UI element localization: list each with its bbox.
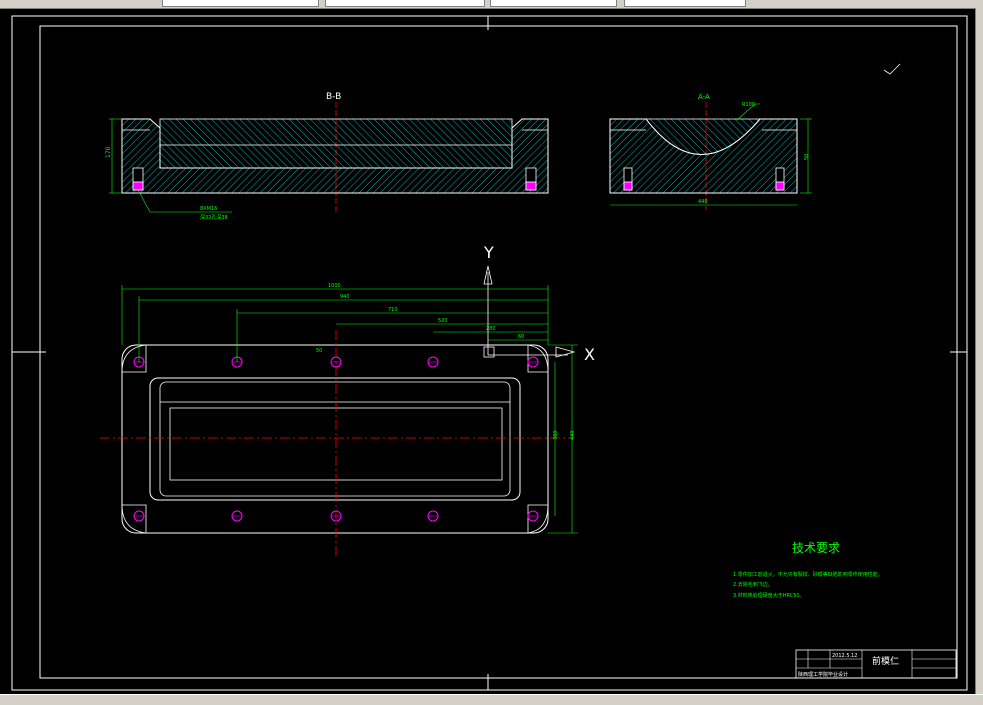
tech-item-1: 1.零件加工前退火，不允许有裂纹、砂眼等缺陷影响零件使用性能。 xyxy=(733,571,883,578)
dim-440: 440 xyxy=(570,430,576,440)
dim-520: 520 xyxy=(438,318,448,324)
axis-y-label: Y xyxy=(483,243,494,262)
title-date: 2012.5.12 xyxy=(832,653,857,659)
drawing-frame xyxy=(11,15,968,691)
bolt-note: 8XM16 xyxy=(200,206,217,212)
section-bb-label: B-B xyxy=(326,92,341,102)
technical-requirements: 技术要求 1.零件加工前退火，不允许有裂纹、砂眼等缺陷影响零件使用性能。 2.去… xyxy=(733,541,883,599)
dim-50: 50 xyxy=(316,348,322,354)
lineweight-dropdown[interactable] xyxy=(624,0,746,7)
section-aa-label: A-A xyxy=(698,93,710,101)
drawing-canvas[interactable]: B-B 170 8XM16 深32孔深38 A-A 440 5 xyxy=(0,8,975,694)
tech-item-3: 3.材料热处理硬度大于HRC50。 xyxy=(733,592,805,599)
linetype-dropdown[interactable] xyxy=(490,0,617,7)
tech-title: 技术要求 xyxy=(792,541,840,555)
vertical-dimensions: 380 440 xyxy=(548,344,578,534)
title-part-name: 前模仁 xyxy=(872,655,899,667)
status-bar xyxy=(0,694,983,705)
layer-dropdown[interactable] xyxy=(162,0,319,7)
dim-aa-width: 440 xyxy=(698,199,708,205)
axis-x-label: X xyxy=(584,345,595,364)
dim-280: 280 xyxy=(486,326,496,332)
roughness-mark xyxy=(883,63,901,75)
dim-710: 710 xyxy=(388,307,398,313)
toolbar xyxy=(0,0,983,9)
section-aa-view: A-A 440 50 R100 xyxy=(609,93,812,210)
dim-60: 60 xyxy=(518,334,524,340)
ucs-icon: Y X xyxy=(483,243,595,364)
dim-1000: 1000 xyxy=(328,283,341,289)
tech-item-2: 2.去除毛刺飞边。 xyxy=(733,581,773,588)
dim-940: 940 xyxy=(340,294,350,300)
dim-aa-radius: R100 xyxy=(742,102,755,108)
vertical-scrollbar[interactable] xyxy=(975,8,983,694)
title-school: 陕西理工学院毕业设计 xyxy=(798,671,848,678)
color-dropdown[interactable] xyxy=(325,0,485,7)
dim-height-left: 170 xyxy=(105,146,112,158)
title-block: 2012.5.12 前模仁 陕西理工学院毕业设计 xyxy=(795,649,957,679)
plan-view: 1000 940 710 520 280 60 50 380 440 xyxy=(100,243,595,556)
dim-aa-height: 50 xyxy=(804,154,810,160)
horizontal-dimensions: 1000 940 710 520 280 60 50 xyxy=(121,283,549,362)
dim-380: 380 xyxy=(553,430,559,440)
bolt-note-2: 深32孔深38 xyxy=(200,214,228,221)
section-bb-view: B-B 170 8XM16 深32孔深38 xyxy=(105,92,549,221)
